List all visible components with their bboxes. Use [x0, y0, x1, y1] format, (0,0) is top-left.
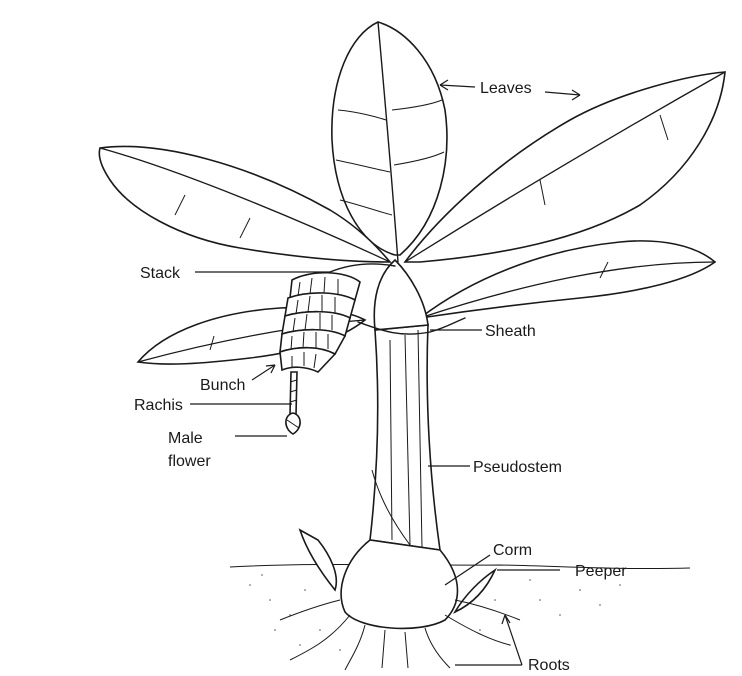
- leaf-top: [332, 22, 447, 255]
- leader-roots: [455, 615, 522, 665]
- label-peeper: Peeper: [575, 563, 627, 580]
- corm: [280, 530, 520, 670]
- label-roots: Roots: [528, 657, 570, 674]
- label-male-flower-line1: Male: [168, 430, 203, 447]
- leader-leaves-2: [545, 92, 580, 95]
- label-rachis: Rachis: [134, 397, 183, 414]
- label-sheath: Sheath: [485, 323, 536, 340]
- label-leaves: Leaves: [480, 80, 532, 97]
- leader-leaves: [440, 85, 475, 87]
- label-male-flower-line2: flower: [168, 453, 211, 470]
- label-stack: Stack: [140, 265, 181, 282]
- label-corm: Corm: [493, 542, 532, 559]
- label-bunch: Bunch: [200, 377, 245, 394]
- label-pseudostem: Pseudostem: [473, 459, 562, 476]
- leaf-right-upper: [405, 72, 725, 262]
